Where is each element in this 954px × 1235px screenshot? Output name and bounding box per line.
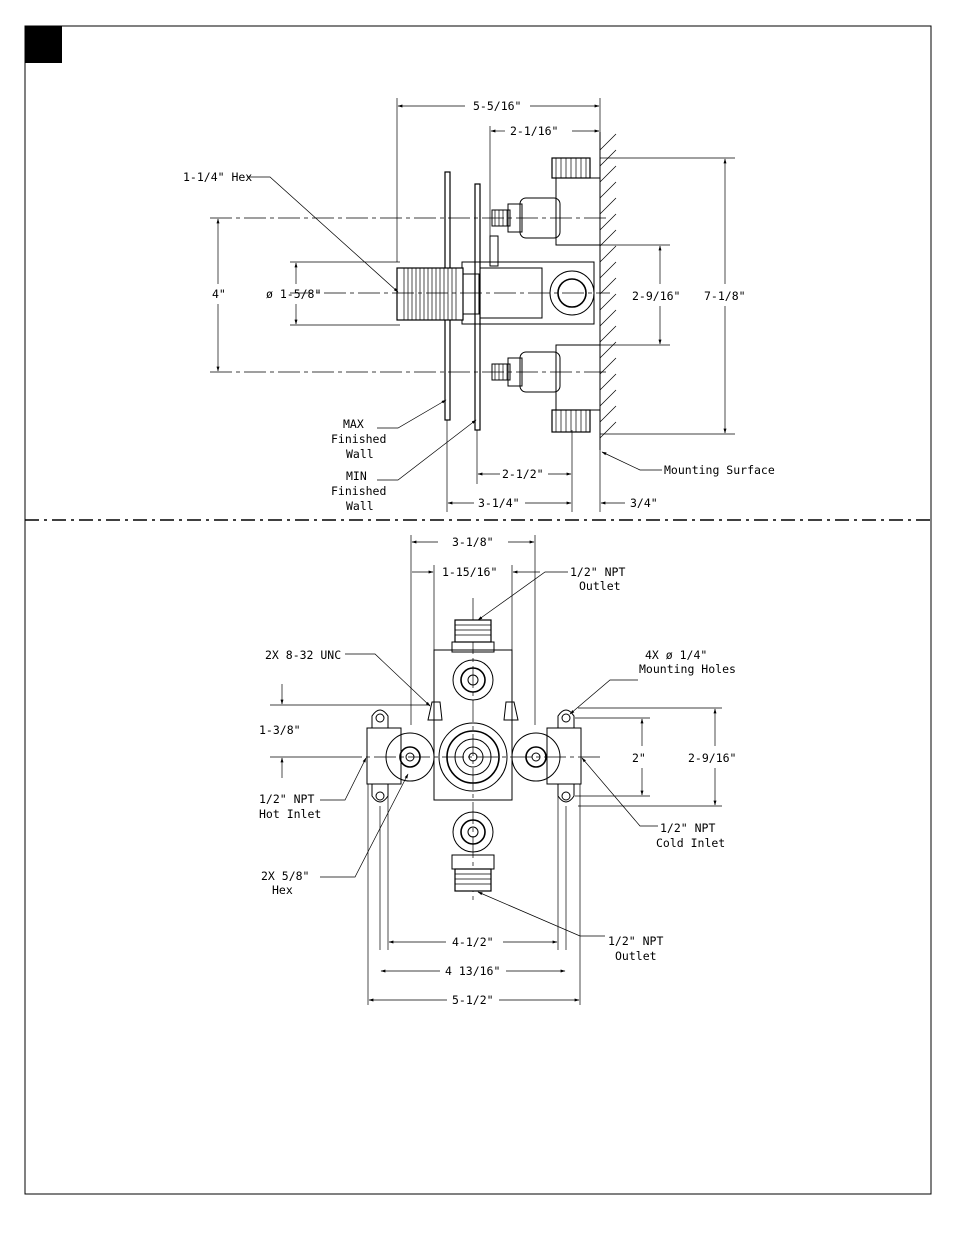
- dim-min-depth: 2-1/2": [502, 467, 544, 481]
- svg-text:4X ø 1/4": 4X ø 1/4": [645, 648, 707, 662]
- label-cold-inlet: 1/2" NPT Cold Inlet: [656, 821, 725, 850]
- page-corner-tab: [25, 26, 62, 63]
- label-max-finished-wall: MAX Finished Wall: [331, 417, 386, 461]
- dim-body-depth: 2-1/16": [510, 124, 558, 138]
- dim-mount-span: 4 13/16": [445, 964, 500, 978]
- dim-center-height: 4": [212, 287, 226, 301]
- front-view: 3-1/8" 1-15/16" 1-3/8" 2" 2-9/16" 4-1/2"…: [259, 535, 736, 1007]
- svg-text:Cold Inlet: Cold Inlet: [656, 836, 725, 850]
- svg-text:Wall: Wall: [346, 447, 374, 461]
- svg-text:Finished: Finished: [331, 484, 386, 498]
- dim-overall-depth: 5-5/16": [473, 99, 521, 113]
- mounting-surface-hatch: [599, 132, 617, 450]
- side-view: 5-5/16" 2-1/16" 1-1/4" Hex 4" ø 1-5/8" 2…: [183, 98, 775, 513]
- dim-hex-size: 1-1/4" Hex: [183, 170, 252, 184]
- svg-text:Mounting Holes: Mounting Holes: [639, 662, 736, 676]
- label-screws: 2X 8-32 UNC: [265, 648, 341, 662]
- label-min-finished-wall: MIN Finished Wall: [331, 469, 386, 513]
- sheet-border: [24, 25, 932, 1195]
- svg-text:Outlet: Outlet: [579, 579, 621, 593]
- dim-front-bracket-height: 2-9/16": [688, 751, 736, 765]
- label-top-outlet: 1/2" NPT Outlet: [570, 565, 625, 593]
- valve-body-side: [396, 157, 601, 433]
- svg-text:1/2" NPT: 1/2" NPT: [660, 821, 715, 835]
- svg-text:Wall: Wall: [346, 499, 374, 513]
- dim-hole-spacing: 2": [632, 751, 646, 765]
- dim-diameter: ø 1-5/8": [266, 287, 321, 301]
- dim-bracket-span: 3-1/8": [452, 535, 494, 549]
- svg-text:MIN: MIN: [346, 469, 367, 483]
- svg-text:MAX: MAX: [343, 417, 364, 431]
- svg-text:Hot Inlet: Hot Inlet: [259, 807, 321, 821]
- svg-text:Outlet: Outlet: [615, 949, 657, 963]
- label-bottom-outlet: 1/2" NPT Outlet: [608, 934, 663, 963]
- svg-text:Hex: Hex: [272, 883, 293, 897]
- valve-body-front: [385, 619, 561, 950]
- svg-text:Finished: Finished: [331, 432, 386, 446]
- svg-text:1/2" NPT: 1/2" NPT: [570, 565, 625, 579]
- dim-overall-height: 7-1/8": [704, 289, 746, 303]
- svg-text:2X 5/8": 2X 5/8": [261, 869, 309, 883]
- mounting-bracket-right: [546, 709, 582, 1005]
- svg-text:1/2" NPT: 1/2" NPT: [259, 792, 314, 806]
- mounting-bracket-left: [366, 709, 402, 1005]
- dim-inlet-span: 4-1/2": [452, 935, 494, 949]
- dim-outlet-span: 1-15/16": [442, 565, 497, 579]
- label-mounting-holes: 4X ø 1/4" Mounting Holes: [639, 648, 736, 676]
- dim-max-depth: 3-1/4": [478, 496, 520, 510]
- label-inlet-hex: 2X 5/8" Hex: [261, 869, 309, 897]
- label-mounting-surface: Mounting Surface: [664, 463, 775, 477]
- label-hot-inlet: 1/2" NPT Hot Inlet: [259, 792, 321, 821]
- dim-bracket-height: 2-9/16": [632, 289, 680, 303]
- svg-text:1/2" NPT: 1/2" NPT: [608, 934, 663, 948]
- dim-surface-offset: 3/4": [630, 496, 658, 510]
- dim-screw-offset: 1-3/8": [259, 723, 301, 737]
- dim-overall-width: 5-1/2": [452, 993, 494, 1007]
